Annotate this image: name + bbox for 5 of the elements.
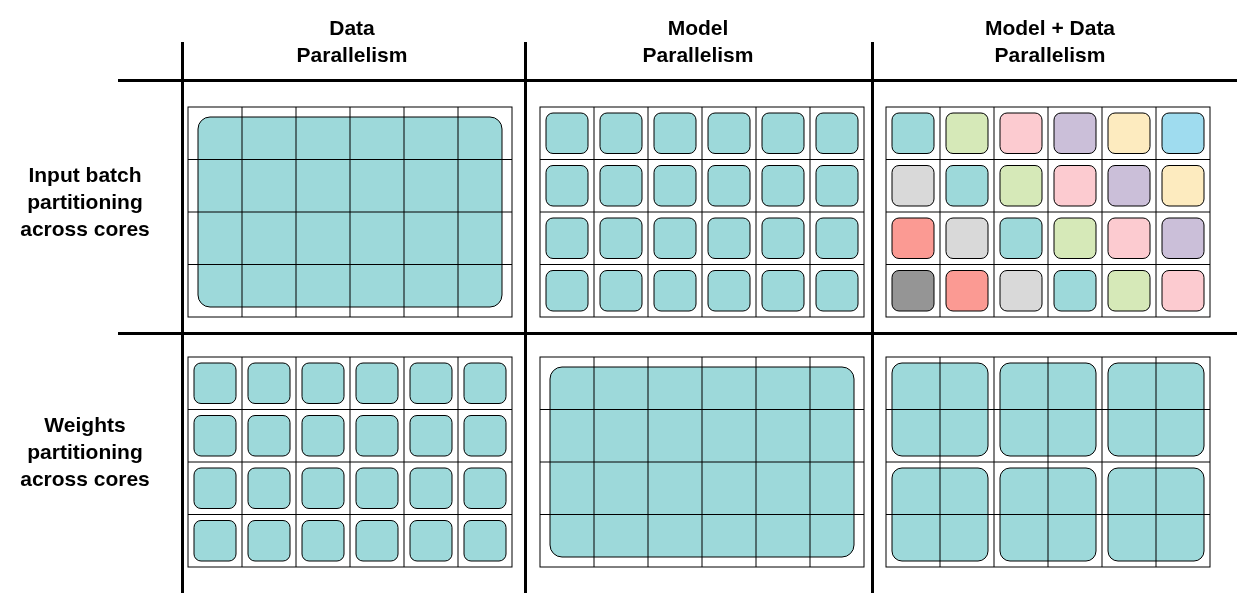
row-header: Weights partitioning across cores — [19, 412, 151, 492]
column-header: Model Parallelism — [641, 15, 755, 68]
row-header: Input batch partitioning across cores — [19, 162, 151, 242]
column-header: Data Parallelism — [295, 15, 409, 68]
column-header: Model + Data Parallelism — [983, 15, 1117, 68]
